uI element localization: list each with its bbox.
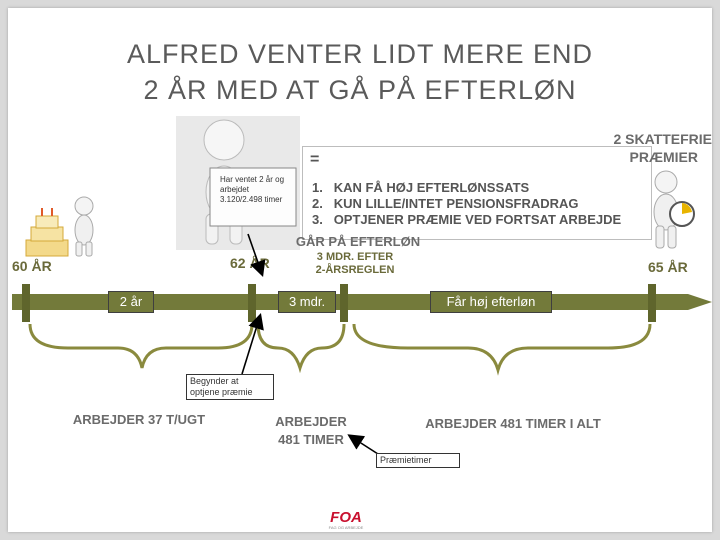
premium-hours-note: Præmietimer <box>376 453 460 468</box>
work-37-label: ARBEJDER 37 T/UGT <box>64 412 214 427</box>
tick-62 <box>248 284 256 322</box>
timeline-label-3-months: 3 mdr. <box>278 291 336 313</box>
tick-65 <box>648 284 656 322</box>
work-481-label-line2: 481 TIMER <box>266 432 356 447</box>
work-481-label-line1: ARBEJDER <box>266 414 356 429</box>
foa-logo-subtext: FAG OG ARBEJDE <box>316 525 376 530</box>
foa-logo: FOA FAG OG ARBEJDE <box>316 510 376 530</box>
tick-3mdr <box>340 284 348 322</box>
work-481-total-label: ARBEJDER 481 TIMER I ALT <box>408 416 618 431</box>
pointer-arrow <box>248 234 262 274</box>
brace-3mdr-65 <box>354 324 650 370</box>
start-premium-note: Begynder at optjene præmie <box>186 374 274 400</box>
slide: ALFRED VENTER LIDT MERE END 2 ÅR MED AT … <box>8 8 712 532</box>
timeline-graphics <box>8 8 712 532</box>
brace-60-62 <box>30 324 252 368</box>
start-premium-note-line1: Begynder at <box>190 376 270 387</box>
foa-logo-text: FOA <box>316 510 376 525</box>
brace-62-3mdr <box>258 324 344 368</box>
timeline-label-high-efterlon: Får høj efterløn <box>430 291 552 313</box>
timeline-label-2-years: 2 år <box>108 291 154 313</box>
start-premium-note-line2: optjene præmie <box>190 387 270 398</box>
tick-60 <box>22 284 30 322</box>
